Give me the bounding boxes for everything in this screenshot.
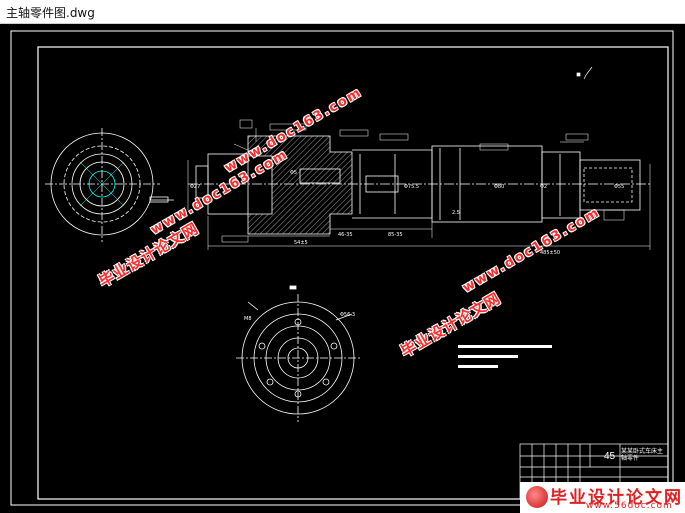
outer-frame [10,30,674,506]
part-name-label: 某某卧式车床主轴零件 [621,448,664,462]
svg-text:Φ80: Φ80 [494,184,504,190]
svg-text:85-35: 85-35 [388,232,403,238]
svg-text:M8: M8 [244,316,252,322]
site-logo: 毕业设计论文网 www.56doc.com [520,482,685,513]
logo-text: 毕业设计论文网 [550,488,683,508]
end-view-left [45,128,174,242]
svg-text:Φ2: Φ2 [540,184,547,190]
technical-requirements [458,345,552,368]
logo-url: www.56doc.com [586,501,673,511]
dimensions [187,119,651,250]
svg-text:485±50: 485±50 [540,250,560,256]
svg-text:Φ27: Φ27 [190,184,200,190]
dimension-texts: Φ5 54±5 46-35 85-35 485±50 Φ75.5 Φ80 Φ55… [190,170,624,256]
svg-text:46-35: 46-35 [338,232,353,238]
window-title-bar: 主轴零件图.dwg [0,0,685,24]
inner-frame [37,46,669,500]
svg-text:Φ75.5: Φ75.5 [404,184,419,190]
cad-drawing: Φ5 54±5 46-35 85-35 485±50 Φ75.5 Φ80 Φ55… [10,30,674,506]
shaft-section [188,135,650,235]
svg-text:Φ55: Φ55 [614,184,624,190]
svg-text:Φ5: Φ5 [290,170,297,176]
material-label: 45 [604,451,616,462]
svg-text:2.5: 2.5 [452,210,460,216]
window-title: 主轴零件图.dwg [6,6,95,20]
end-view-bottom [236,285,360,422]
svg-text:Φ56.3: Φ56.3 [340,312,355,318]
drawing-canvas[interactable]: Φ5 54±5 46-35 85-35 485±50 Φ75.5 Φ80 Φ55… [0,24,685,513]
logo-badge-icon [526,486,548,508]
svg-text:54±5: 54±5 [294,240,308,246]
roughness-symbol [576,66,593,80]
